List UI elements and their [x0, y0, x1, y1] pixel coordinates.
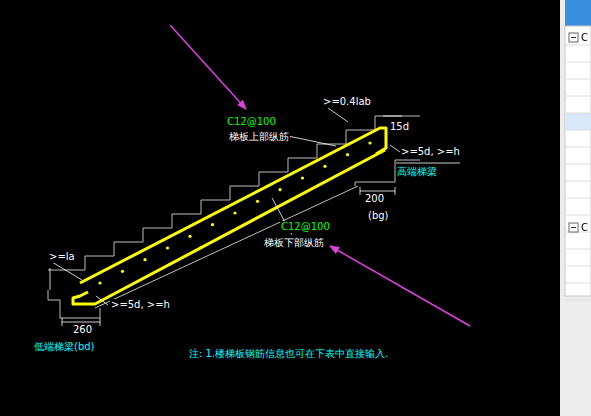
panel-table [565, 26, 591, 296]
bar-dot [323, 165, 326, 168]
panel-text: C [580, 222, 589, 234]
bar-dot [233, 211, 236, 214]
row-line [566, 198, 591, 199]
bar-dot [121, 270, 124, 273]
dimension: 200 [364, 193, 385, 205]
side-panel [560, 0, 591, 416]
bar-dot [211, 223, 214, 226]
rebar-spec: C12@100 [280, 221, 331, 233]
collapse-minus [571, 37, 576, 38]
bar-dot [256, 200, 259, 203]
beam-name: 低端梯梁(bd) [33, 341, 96, 353]
dimension: 260 [72, 324, 93, 336]
bar-dot [346, 153, 349, 156]
rebar-name: 梯板下部纵筋 [263, 237, 325, 249]
dimension: >=5d, >=h [400, 146, 461, 158]
rebar-name: 梯板上部纵筋 [228, 131, 290, 143]
row-line [566, 300, 591, 301]
panel-row-selected [566, 113, 591, 130]
distribution-bars [98, 141, 371, 284]
dimension-lines [50, 108, 460, 326]
dimension: >=5d, >=h [110, 299, 171, 311]
beam-name: 高端梯梁 [396, 166, 438, 178]
note-text: 注: 1.楼梯板钢筋信息也可在下表中直接输入. [188, 348, 389, 360]
panel-rows [566, 45, 591, 300]
dimension: >=0.4lab [322, 96, 372, 108]
row-line [566, 113, 591, 114]
dimension: >=la [48, 251, 76, 263]
bar-dot [188, 235, 191, 238]
rebar-spec: C12@100 [226, 116, 277, 128]
pointer-arrow [330, 246, 470, 326]
row-line [566, 164, 591, 165]
row-line [566, 79, 591, 80]
dimension: (bg) [367, 210, 390, 222]
row-line [566, 96, 591, 97]
bar-dot [166, 246, 169, 249]
row-line [566, 130, 591, 131]
bar-dot [301, 176, 304, 179]
rebar [73, 128, 386, 304]
panel-header [565, 0, 591, 26]
canvas-ground [0, 0, 560, 416]
row-line [566, 283, 591, 284]
bar-dot [368, 141, 371, 144]
collapse-minus [571, 227, 576, 228]
row-line [566, 249, 591, 250]
row-line [566, 62, 591, 63]
pointer-arrow [170, 25, 246, 109]
bar-dot [98, 281, 101, 284]
row-line [566, 147, 591, 148]
dimension: 15d [389, 121, 410, 133]
collapse-box [569, 33, 578, 42]
row-line [566, 45, 591, 46]
slab-outline [48, 160, 420, 318]
panel-text: C [580, 32, 589, 44]
bar-dot [143, 258, 146, 261]
collapse-box [569, 223, 578, 232]
row-line [566, 181, 591, 182]
bar-dot [278, 188, 281, 191]
row-line [566, 266, 591, 267]
row-line [566, 215, 591, 216]
